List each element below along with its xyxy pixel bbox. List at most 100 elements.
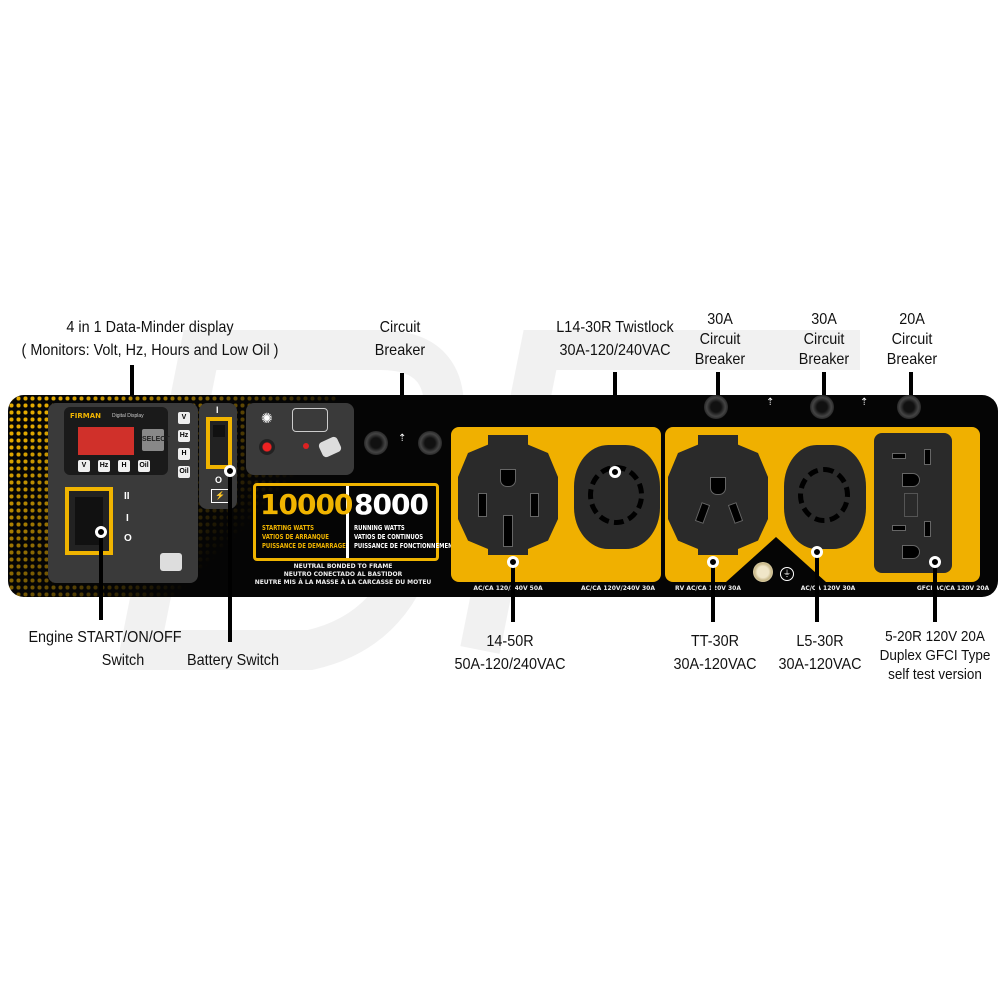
leader-line xyxy=(711,560,715,622)
outlet-rating-l5-30r: AC/CA 120V 30A xyxy=(800,585,856,592)
starting-watts-line-2: VATIOS DE ARRANQUE xyxy=(262,533,329,541)
circuit-breaker-20a[interactable] xyxy=(897,395,921,419)
generator-panel: FIRMAN Digital Display SELECT V Hz H Oil… xyxy=(8,395,998,597)
pairing-led xyxy=(303,443,309,449)
ground-terminal[interactable] xyxy=(753,562,773,582)
neutral-notice-line-2: NEUTRO CONECTADO AL BASTIDOR xyxy=(283,571,403,578)
leader-line xyxy=(933,560,937,622)
starting-watts-line-1: STARTING WATTS xyxy=(262,524,315,532)
starting-watts-line-3: PUISSANCE DE DEMARRAGE xyxy=(262,542,346,550)
label-line: 5-20R 120V 20A xyxy=(885,628,985,645)
starting-watts-value: 10000 xyxy=(260,488,353,521)
label-breaker-30a-2: 30A Circuit Breaker xyxy=(788,310,860,370)
remote-indicator-led xyxy=(259,439,275,455)
leader-line xyxy=(99,530,103,620)
label-line: 20A xyxy=(899,311,925,328)
select-button[interactable]: SELECT xyxy=(142,429,170,451)
gfci-test-button[interactable] xyxy=(904,493,918,517)
hz-button[interactable]: Hz xyxy=(98,460,110,472)
label-line: L14-30R Twistlock xyxy=(556,319,674,336)
outlet-rating-tt-30r: RV AC/CA 120V 30A xyxy=(675,585,741,592)
label-l5-30r: L5-30R 30A-120VAC xyxy=(771,632,870,675)
leader-line xyxy=(909,372,913,406)
battery-position-on: I xyxy=(216,405,219,415)
hot-slot-2 xyxy=(530,493,539,517)
oil-indicator: Oil xyxy=(178,466,190,478)
label-14-50r: 14-50R 50A-120/240VAC xyxy=(438,632,582,675)
hours-button[interactable]: H xyxy=(118,460,130,472)
circuit-breaker-30a-2[interactable] xyxy=(810,395,834,419)
label-line: Breaker xyxy=(798,351,850,368)
hot-slot-1 xyxy=(478,493,487,517)
label-line: 30A-120/240VAC xyxy=(559,342,671,359)
label-line: 50A-120/240VAC xyxy=(454,656,566,673)
battery-switch[interactable] xyxy=(206,417,232,469)
leader-endpoint xyxy=(609,466,621,478)
leader-line xyxy=(511,560,515,622)
leader-endpoint xyxy=(811,546,823,558)
running-watts-line-1: RUNNING WATTS xyxy=(354,524,405,532)
battery-position-off: O xyxy=(215,475,223,485)
running-watts-panel xyxy=(346,486,436,558)
label-line: Battery Switch xyxy=(186,652,280,669)
outlet-gfci-5-20r[interactable] xyxy=(874,433,952,573)
leader-line xyxy=(822,372,826,406)
label-line: L5-30R xyxy=(796,633,844,650)
gfci-top-hot xyxy=(892,453,906,459)
label-line: Breaker xyxy=(886,351,938,368)
low-oil-button[interactable]: Oil xyxy=(138,460,150,472)
neutral-slot xyxy=(727,502,744,524)
circuit-breaker-30a-1[interactable] xyxy=(704,395,728,419)
display-model-label: Digital Display xyxy=(112,413,144,419)
label-l14-30r: L14-30R Twistlock 30A-120/240VAC xyxy=(539,318,692,361)
gfci-bottom-neutral xyxy=(924,521,931,537)
gfci-top-ground xyxy=(902,473,920,487)
label-line: Circuit xyxy=(803,331,845,348)
label-battery-switch: Battery Switch xyxy=(175,651,292,671)
outlet-14-50r[interactable] xyxy=(458,435,558,555)
reset-icon: ⇡ xyxy=(860,397,869,408)
running-watts-line-3: PUISSANCE DE FONCTIONNEMENT xyxy=(354,542,457,550)
data-minder-display: FIRMAN Digital Display SELECT V Hz H Oil xyxy=(64,407,170,475)
gfci-bottom-ground xyxy=(902,545,920,559)
label-line: 30A xyxy=(707,311,733,328)
label-breaker-20a: 20A Circuit Breaker xyxy=(876,310,948,370)
brand-logo: FIRMAN xyxy=(70,412,102,420)
label-line: 30A xyxy=(811,311,837,328)
leader-line xyxy=(400,373,404,401)
volt-button[interactable]: V xyxy=(78,460,90,472)
label-breaker-30a-1: 30A Circuit Breaker xyxy=(684,310,756,370)
neutral-slot xyxy=(503,515,513,547)
hours-indicator: H xyxy=(178,448,190,460)
neutral-notice-line-1: NEUTRAL BONDED TO FRAME xyxy=(293,563,393,570)
ground-slot xyxy=(500,469,516,487)
label-data-minder: 4 in 1 Data-Minder display ( Monitors: V… xyxy=(15,318,285,361)
reset-icon: ⇡ xyxy=(766,397,775,408)
outlet-l14-30r[interactable] xyxy=(574,445,660,549)
label-engine-switch: Engine START/ON/OFF Switch xyxy=(20,628,191,671)
battery-icon: ⚡ xyxy=(211,489,229,503)
outlet-tt-30r[interactable] xyxy=(668,435,768,555)
label-line: Circuit xyxy=(699,331,741,348)
gfci-top-neutral xyxy=(924,449,931,465)
hz-indicator: Hz xyxy=(178,430,190,442)
rocker-face xyxy=(213,425,225,437)
gfci-bottom-hot xyxy=(892,525,906,531)
label-tt-30r: TT-30R 30A-120VAC xyxy=(666,632,765,675)
label-line: Engine START/ON/OFF xyxy=(28,629,182,646)
engine-icon xyxy=(160,553,182,571)
label-line: Circuit xyxy=(891,331,933,348)
ground-symbol-icon: ⏚ xyxy=(780,567,794,581)
leader-line xyxy=(815,550,819,622)
volt-indicator: V xyxy=(178,412,190,424)
label-line: Switch xyxy=(101,652,145,669)
remote-pairing-icon xyxy=(292,408,328,432)
outlet-rating-14-50r: AC/CA 120/240V 50A xyxy=(473,585,543,592)
leader-line xyxy=(716,372,720,406)
neutral-notice-line-3: NEUTRE MIS À LA MASSE À LA CARCASSE DU M… xyxy=(254,579,432,586)
circuit-breaker-left-2[interactable] xyxy=(418,431,442,455)
circuit-breaker-left-1[interactable] xyxy=(364,431,388,455)
leader-endpoint xyxy=(507,556,519,568)
engine-start-switch[interactable] xyxy=(65,487,113,555)
outlet-l5-30r[interactable] xyxy=(784,445,866,549)
